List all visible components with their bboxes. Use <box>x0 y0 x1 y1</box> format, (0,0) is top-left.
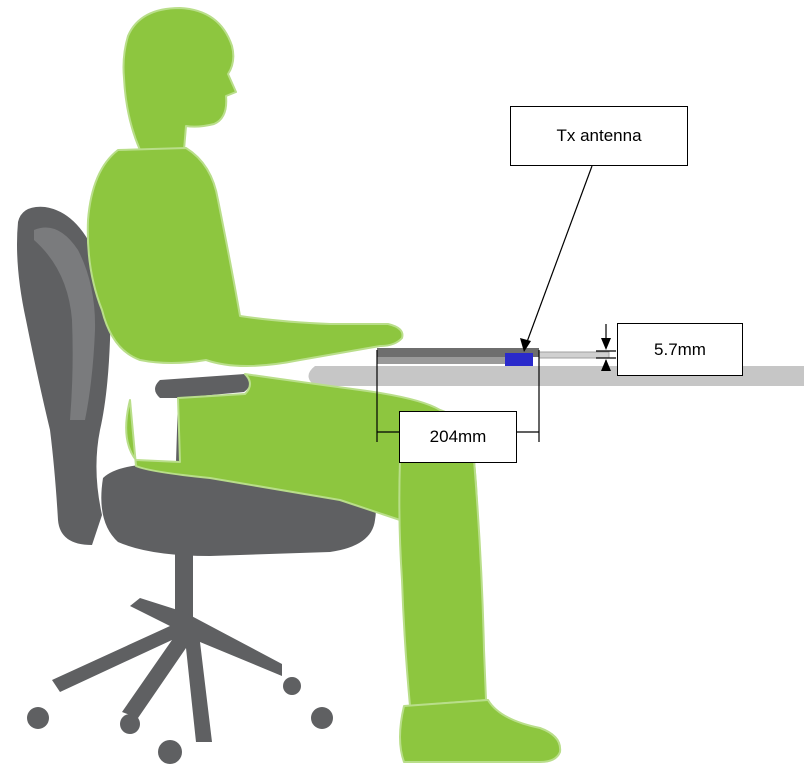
thickness-label: 5.7mm <box>617 323 743 376</box>
tx-leader-arrowhead <box>520 338 531 352</box>
chair-caster <box>311 707 333 729</box>
person-foot <box>399 699 562 763</box>
chair-cylinder <box>175 552 193 622</box>
thickness-arrow-up <box>601 359 611 371</box>
device-tab <box>538 351 610 359</box>
tx-leader-line <box>523 165 593 351</box>
person-torso <box>86 147 404 367</box>
chair-caster <box>120 714 140 734</box>
chair-caster <box>27 707 49 729</box>
person-head <box>122 7 237 151</box>
chair-caster <box>158 740 182 764</box>
device-base <box>377 357 527 364</box>
chair-backrest-mesh-edge <box>34 227 96 420</box>
device-body <box>377 348 539 357</box>
chair-base <box>52 598 282 742</box>
antenna-marker <box>505 353 533 366</box>
chair-caster <box>283 677 301 695</box>
tx-antenna-label: Tx antenna <box>510 106 688 166</box>
device <box>377 348 610 366</box>
length-dimension <box>376 350 540 442</box>
distance-label: 204mm <box>399 411 517 463</box>
thickness-arrow-down <box>601 338 611 350</box>
person-silhouette <box>86 7 562 763</box>
person-lower-leg <box>398 459 487 707</box>
